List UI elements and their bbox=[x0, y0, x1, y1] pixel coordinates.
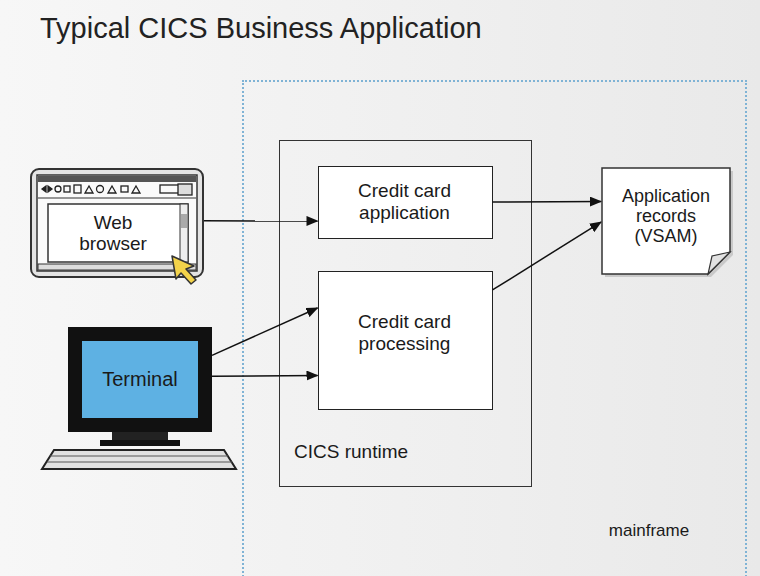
browser-frame bbox=[31, 169, 203, 277]
browser-scrollbar bbox=[180, 204, 188, 262]
browser-titlebar bbox=[38, 176, 196, 182]
browser-divider bbox=[38, 198, 196, 199]
node-label: Credit card processing bbox=[319, 306, 491, 360]
flow-arrow bbox=[204, 220, 318, 222]
terminal-node: Terminal bbox=[68, 327, 212, 432]
document-outline bbox=[602, 168, 730, 274]
process-box: Credit card processing bbox=[318, 271, 493, 410]
node-label: Application records (VSAM) bbox=[609, 183, 723, 249]
node-label: Web browser bbox=[48, 204, 178, 262]
flow-arrow bbox=[212, 308, 318, 355]
keyboard bbox=[42, 450, 236, 469]
browser-window-illustration bbox=[31, 169, 203, 277]
browser-toolbar-icons bbox=[42, 184, 192, 195]
keyboard-keys bbox=[47, 456, 232, 462]
browser-scroll-thumb bbox=[181, 214, 187, 228]
document-fold bbox=[708, 252, 730, 274]
flow-arrow bbox=[212, 375, 318, 377]
flow-arrow bbox=[493, 201, 602, 203]
mouse-cursor bbox=[172, 256, 196, 284]
runtime-box: CICS runtime Credit card applicationCredi… bbox=[279, 140, 532, 487]
diagram-title: Typical CICS Business Application bbox=[40, 12, 482, 45]
node-label: mainframe bbox=[584, 518, 714, 544]
data-store-document: Application records (VSAM) bbox=[601, 167, 731, 275]
browser-content-pane bbox=[48, 204, 188, 262]
node-label: Credit card application bbox=[319, 167, 491, 237]
mainframe-boundary: mainframe CICS runtime Credit card applica… bbox=[242, 80, 747, 576]
monitor-base bbox=[100, 440, 180, 446]
browser-statusbar bbox=[38, 264, 196, 270]
process-box: Credit card application bbox=[318, 166, 493, 239]
node-label: Terminal bbox=[82, 341, 198, 418]
node-label: CICS runtime bbox=[294, 439, 434, 465]
terminal-illustration bbox=[42, 432, 236, 469]
web-browser-node: Web browser bbox=[30, 168, 204, 278]
flow-arrow bbox=[493, 222, 602, 290]
browser-window bbox=[37, 175, 197, 271]
